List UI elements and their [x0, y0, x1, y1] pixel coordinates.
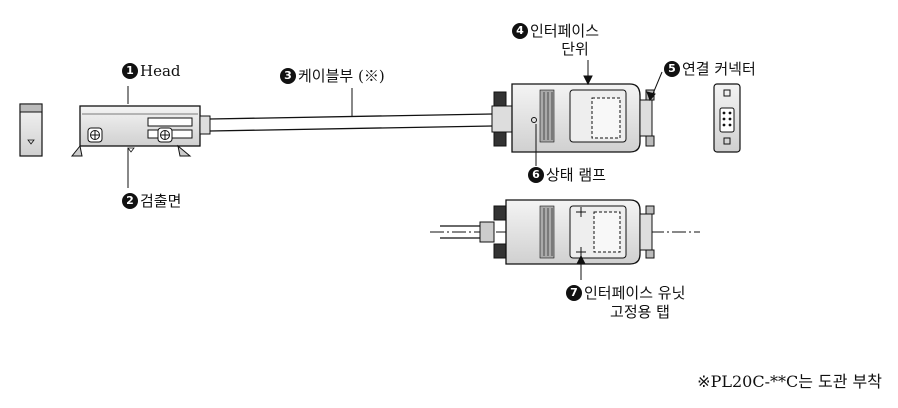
leader-lines — [127, 60, 663, 280]
label-text: 인터페이스 유닛 — [584, 284, 686, 302]
number-badge: 6 — [528, 167, 544, 183]
number-badge: 1 — [122, 63, 138, 79]
interface-unit — [491, 83, 655, 153]
label-text: 검출면 — [140, 192, 182, 210]
interface-unit-mounting — [430, 199, 700, 265]
label-text: 상태 램프 — [546, 166, 606, 184]
label-text: 연결 커넥터 — [682, 60, 756, 78]
end-cap — [19, 103, 43, 157]
number-badge: 7 — [566, 285, 582, 301]
label-text: Head — [140, 62, 181, 80]
number-badge: 5 — [664, 61, 680, 77]
cable — [209, 113, 493, 132]
label-mounting-tab-line2: 고정용 탭 — [610, 303, 670, 321]
label-interface-unit-line2: 단위 — [561, 40, 589, 58]
sensor-head — [70, 105, 211, 157]
footnote: ※PL20C-**C는 도관 부착 — [697, 372, 882, 391]
label-text: 인터페이스 — [530, 22, 600, 40]
connector-socket — [713, 83, 741, 153]
number-badge: 3 — [280, 68, 296, 84]
number-badge: 2 — [122, 193, 138, 209]
label-text: 케이블부 (※) — [298, 67, 385, 85]
number-badge: 4 — [512, 23, 528, 39]
